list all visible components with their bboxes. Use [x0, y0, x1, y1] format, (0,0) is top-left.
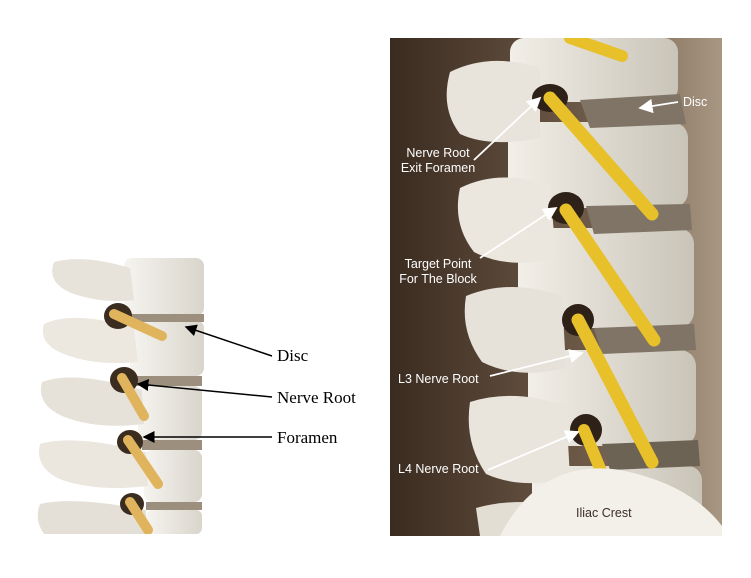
nerve-root-exit-foramen-label: Nerve Root Exit Foramen [396, 146, 480, 176]
l4-nerve-root-label: L4 Nerve Root [398, 462, 479, 476]
nerve-root-exit-line1: Nerve Root [406, 146, 470, 160]
nerve-root-exit-line2: Exit Foramen [400, 161, 476, 175]
iliac-crest-label: Iliac Crest [576, 506, 632, 520]
l3-nerve-root-label: L3 Nerve Root [398, 372, 479, 386]
left-nerve-root-label: Nerve Root [277, 388, 356, 407]
right-spine-photo [390, 38, 722, 536]
target-point-line1: Target Point [404, 257, 472, 271]
right-disc-label: Disc [683, 95, 708, 109]
left-foramen-label: Foramen [277, 428, 338, 447]
target-point-label: Target Point For The Block [394, 257, 482, 287]
left-spine-photo [34, 254, 206, 534]
left-disc-label: Disc [277, 346, 309, 365]
target-point-line2: For The Block [399, 272, 477, 286]
